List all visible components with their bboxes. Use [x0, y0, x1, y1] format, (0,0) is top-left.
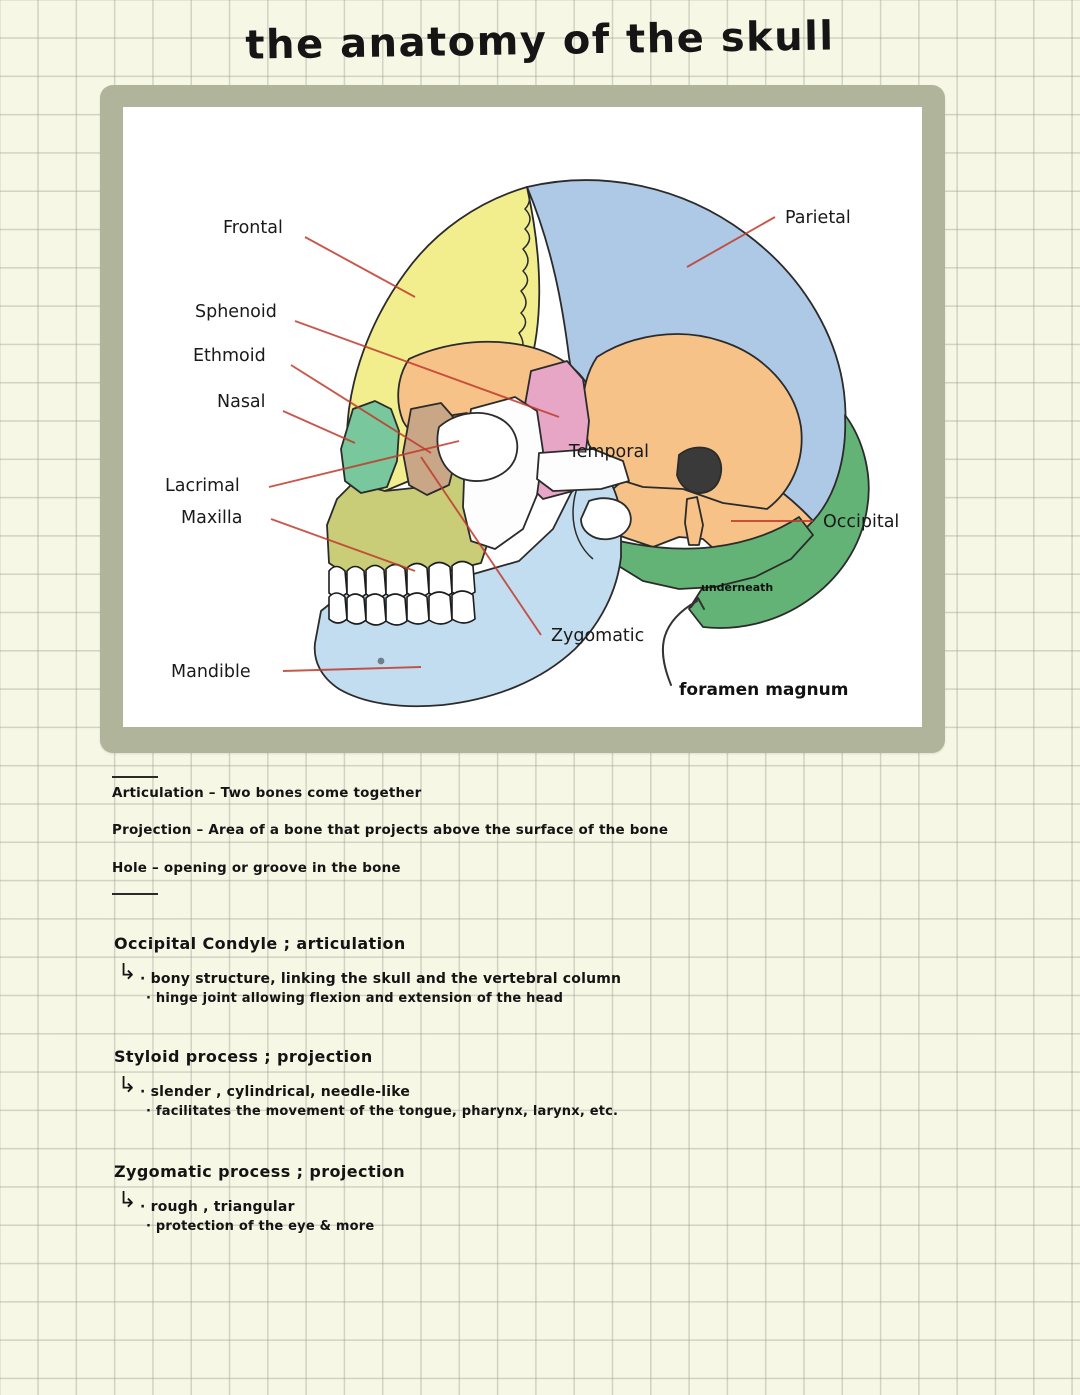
- section-heading-occipital-condyle: Occipital Condyle ; articulation: [114, 934, 406, 953]
- leader-ethmoid: [290, 364, 432, 454]
- label-nasal: Nasal: [217, 392, 266, 412]
- teeth-upper: [328, 560, 476, 599]
- label-parietal: Parietal: [785, 208, 851, 228]
- leader-mandible: [282, 666, 422, 672]
- bone-occipital: [688, 414, 870, 629]
- bullet-occipital-condyle-2: · hinge joint allowing flexion and exten…: [146, 991, 564, 1006]
- bullet-zygomatic-process-1: · rough , triangular: [140, 1199, 295, 1215]
- leader-frontal: [304, 236, 416, 298]
- arrow-icon-styloid-process: ↳: [118, 1073, 137, 1098]
- arrow-icon-occipital-condyle: ↳: [118, 960, 137, 985]
- zygomatic-arch: [536, 448, 630, 492]
- leader-maxilla: [270, 518, 416, 572]
- leader-parietal: [686, 216, 776, 268]
- annotation-underneath: underneath: [701, 581, 773, 594]
- bullet-occipital-condyle-1: · bony structure, linking the skull and …: [140, 971, 622, 987]
- diagram-canvas: Frontal Sphenoid Ethmoid Nasal Lacrimal …: [123, 107, 922, 727]
- label-sphenoid: Sphenoid: [195, 302, 277, 322]
- section-heading-styloid-process: Styloid process ; projection: [114, 1047, 373, 1066]
- orbit-cavity: [436, 412, 519, 482]
- label-lacrimal: Lacrimal: [165, 476, 240, 496]
- teeth-lower: [328, 590, 476, 626]
- label-zygomatic: Zygomatic: [551, 626, 644, 646]
- label-ethmoid: Ethmoid: [193, 346, 266, 366]
- styloid-process: [684, 496, 704, 546]
- auditory-meatus: [676, 446, 723, 494]
- annotation-foramen-magnum: foramen magnum: [679, 680, 848, 700]
- leader-nasal: [282, 410, 356, 444]
- bullet-styloid-process-1: · slender , cylindrical, needle-like: [140, 1084, 411, 1100]
- mental-foramen: [377, 657, 385, 665]
- mandible-foramen: [580, 497, 632, 541]
- leader-lacrimal: [268, 440, 460, 488]
- label-maxilla: Maxilla: [181, 508, 243, 528]
- bone-occipital-base: [610, 516, 814, 590]
- leader-zygomatic: [420, 456, 542, 636]
- leader-sphenoid: [294, 320, 560, 418]
- bullet-styloid-process-2: · facilitates the movement of the tongue…: [146, 1104, 619, 1119]
- diagram-frame: Frontal Sphenoid Ethmoid Nasal Lacrimal …: [100, 85, 945, 753]
- definition-articulation: Articulation – Two bones come together: [112, 785, 422, 801]
- notes-section: Articulation – Two bones come together P…: [0, 762, 1080, 1392]
- label-frontal: Frontal: [223, 218, 283, 238]
- arrow-icon-zygomatic-process: ↳: [118, 1188, 137, 1213]
- bone-frontal: [346, 186, 541, 492]
- annotation-arrowhead: [690, 597, 705, 610]
- label-mandible: Mandible: [171, 662, 251, 682]
- label-occipital: Occipital: [823, 512, 899, 532]
- divider-top: [112, 776, 158, 778]
- page-title: the anatomy of the skull: [245, 13, 835, 69]
- definition-projection: Projection – Area of a bone that project…: [112, 822, 669, 838]
- annotation-arrow: [661, 600, 698, 686]
- bullet-zygomatic-process-2: · protection of the eye & more: [146, 1219, 375, 1234]
- leader-lines: [268, 216, 813, 672]
- section-heading-zygomatic-process: Zygomatic process ; projection: [114, 1162, 406, 1181]
- skull-illustration: Frontal Sphenoid Ethmoid Nasal Lacrimal …: [165, 179, 899, 708]
- label-temporal: Temporal: [568, 442, 649, 462]
- definition-hole: Hole – opening or groove in the bone: [112, 860, 401, 876]
- divider-bottom: [112, 893, 158, 895]
